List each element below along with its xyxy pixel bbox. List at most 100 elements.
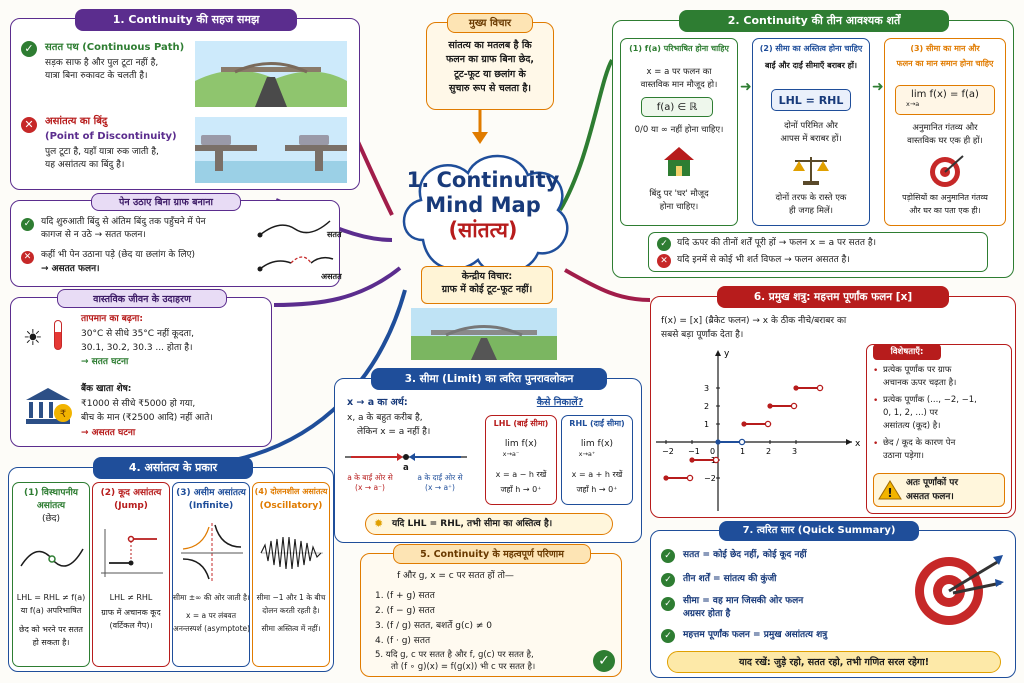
lightbulb-icon: ✹	[374, 517, 384, 530]
open-dot	[764, 420, 772, 428]
open-dot	[712, 456, 720, 464]
continuous-path-line-2: यात्रा बिना रुकावट के चलती है।	[45, 71, 148, 81]
x-axis-arrow	[846, 439, 852, 445]
svg-text:₹: ₹	[60, 409, 66, 420]
check-icon: ✓	[661, 573, 675, 587]
center-title-1: 1. Continuity	[406, 168, 560, 192]
jump-graph-icon	[101, 529, 163, 577]
continuous-bridge-image	[195, 41, 347, 107]
temperature-line-1: 30°C से सीधे 35°C नहीं कूदता,	[81, 329, 194, 339]
pen-line-4: → असतत फलन।	[41, 264, 100, 274]
real-life-section: वास्तविक जीवन के उदाहरण ☀ तापमान का बढ़न…	[10, 289, 272, 447]
house-icon	[664, 147, 694, 176]
y-tick-label: 3	[704, 384, 709, 393]
oscillatory-graph-icon	[260, 536, 323, 570]
conditions-ok: यदि ऊपर की तीनों शर्तें पूरी हों → फलन x…	[677, 238, 877, 248]
result-3: 3. (f / g) सतत, बशर्ते g(c) ≠ 0	[375, 621, 492, 631]
limit-meaning-line-1: x, a के बहुत करीब है,	[347, 413, 423, 423]
result-4: 4. (f · g) सतत	[375, 636, 431, 646]
point-a-label: a	[403, 463, 409, 473]
result-2: 2. (f − g) सतत	[375, 606, 435, 616]
bank-icon: ₹	[26, 388, 72, 424]
section-2-title: 2. Continuity की तीन आवश्यक शर्तें	[679, 10, 949, 32]
type-infinite: (3) असीम असांतत्य (Infinite) सीमा ±∞ की …	[172, 482, 250, 667]
right-approach-label: a के दाईं ओर से (x → a⁺)	[417, 473, 463, 493]
conditions-summary: ✓ यदि ऊपर की तीनों शर्तें पूरी हों → फलन…	[648, 232, 988, 272]
how-to-find-title: कैसे निकालें?	[536, 397, 584, 408]
section-1-intuition: 1. Continuity की सहज समझ ✓ सतत पथ (Conti…	[10, 9, 360, 190]
section-7-summary: 7. त्वरित सार (Quick Summary) ✓ सतत = को…	[650, 521, 1016, 678]
open-dot	[738, 438, 746, 446]
bank-title: बैंक खाता शेष:	[81, 384, 132, 394]
section-5-title: 5. Continuity के महत्वपूर्ण परिणाम	[393, 544, 591, 564]
rhl-box: RHL (दाईं सीमा) lim f(x) x→a⁺ x = a + h …	[561, 415, 633, 505]
check-icon: ✓	[661, 629, 675, 643]
temperature-title: तापमान का बढ़ना:	[81, 314, 143, 324]
discontinuity-line-2: यह असांतत्य का बिंदु है।	[45, 160, 125, 170]
open-dot	[686, 474, 694, 482]
discontinuity-types-grid: (1) विस्थापनीय असांतत्य (छेद) LHL = RHL …	[12, 482, 330, 667]
closed-dot	[663, 475, 669, 481]
result-1: 1. (f + g) सतत	[375, 591, 435, 601]
infinite-graph-icon	[181, 523, 243, 581]
x-tick-label: −2	[662, 447, 674, 456]
continuous-path-line-1: सड़क साफ है और पुल टूटा नहीं है,	[45, 58, 159, 68]
arrow-right-icon: ➜	[872, 79, 884, 95]
section-3-title: 3. सीमा (Limit) का त्वरित पुनरावलोकन	[371, 368, 607, 390]
limit-tip-box: ✹ यदि LHL = RHL, तभी सीमा का अस्तित्व है…	[365, 513, 613, 535]
bank-line-1: ₹1000 से सीधे ₹5000 हो गया,	[81, 399, 196, 409]
fa-in-reals-box: f(a) ∈ ℝ	[641, 97, 713, 117]
y-tick-label: 2	[704, 402, 709, 411]
type-oscillatory: (4) दोलनशील असांतत्य (Oscillatory) सीमा …	[252, 482, 330, 667]
condition-3: (3) सीमा का मान और फलन का मान समान होना …	[884, 38, 1006, 226]
left-approach-label: a के बाईं ओर से (x → a⁻)	[347, 473, 393, 493]
y-axis-arrow	[715, 350, 721, 356]
balance-scale-icon	[793, 157, 829, 185]
arrow-right-icon: ➜	[740, 79, 752, 95]
pen-line-2: कागज से न उठे → सतत फलन।	[41, 230, 146, 240]
bank-result: → असतत घटना	[81, 428, 136, 438]
cross-icon: ✕	[21, 251, 34, 264]
pen-lift-title: पेन उठाए बिना ग्राफ बनाना	[91, 193, 241, 211]
x-tick-label: 0	[710, 447, 715, 456]
closed-dot	[793, 385, 799, 391]
x-tick-label: 2	[766, 447, 771, 456]
bridge-road-image	[411, 308, 557, 360]
limit-tip-text: यदि LHL = RHL, तभी सीमा का अस्तित्व है।	[392, 519, 553, 529]
section-5-results: 5. Continuity के महत्वपूर्ण परिणाम f और …	[360, 544, 622, 677]
y-axis-label: y	[724, 349, 730, 359]
condition-2: (2) सीमा का अस्तित्व होना चाहिए बाईं और …	[752, 38, 870, 226]
section-1-title: 1. Continuity की सहज समझ	[75, 9, 297, 31]
cross-icon: ✕	[21, 117, 37, 133]
temperature-line-2: 30.1, 30.2, 30.3 ... होता है।	[81, 343, 193, 353]
gif-definition-1: f(x) = [x] (ब्रैकेट फलन) → x के ठीक नीचे…	[661, 316, 847, 326]
section-7-title: 7. त्वरित सार (Quick Summary)	[719, 521, 919, 541]
summary-3: सीमा = वह मान जिसकी ओर फलन	[683, 596, 804, 606]
result-5-line-2: तो (f ∘ g)(x) = f(g(x)) भी c पर सतत है।	[391, 662, 536, 672]
pen-line-3: कहीं भी पेन उठाना पड़े (छेद या छलांग के …	[41, 250, 196, 260]
temperature-result: → सतत घटना	[81, 357, 129, 367]
main-idea-box: मुख्य विचार सांतत्य का मतलब है कि फलन का…	[426, 13, 554, 110]
type-removable: (1) विस्थापनीय असांतत्य (छेद) LHL = RHL …	[12, 482, 90, 667]
discontinuity-title-1: असांतत्य का बिंदु	[45, 116, 108, 127]
target-icon	[930, 155, 964, 187]
x-axis-label: x	[855, 439, 861, 449]
gif-features-title: विशेषताएँ:	[873, 344, 941, 360]
closed-dot	[767, 403, 773, 409]
section-3-limit: 3. सीमा (Limit) का त्वरित पुनरावलोकन x →…	[334, 368, 642, 543]
discontinuity-title-2: (Point of Discontinuity)	[45, 131, 177, 142]
y-tick-label: −2	[704, 474, 716, 483]
closed-dot	[689, 457, 695, 463]
condition-1: (1) f(a) परिभाषित होना चाहिए x = a पर फल…	[620, 38, 738, 226]
x-tick-label: −1	[688, 447, 700, 456]
main-idea-text: सांतत्य का मतलब है कि फलन का ग्राफ बिना …	[445, 40, 535, 94]
lhl-equals-rhl-box: LHL = RHL	[771, 89, 851, 111]
main-idea-title: मुख्य विचार	[447, 13, 533, 33]
pen-graph-icons	[257, 220, 334, 272]
center-title: 1. Continuity Mind Map (सांतत्य)	[393, 168, 573, 244]
check-icon: ✓	[21, 218, 34, 231]
x-tick-label: 1	[740, 447, 745, 456]
result-5: 5. यदि g, c पर सतत है और f, g(c) पर सतत …	[375, 650, 534, 660]
discontinuity-line-1: पुल टूटा है, यहाँ यात्रा रुक जाती है,	[45, 147, 159, 157]
